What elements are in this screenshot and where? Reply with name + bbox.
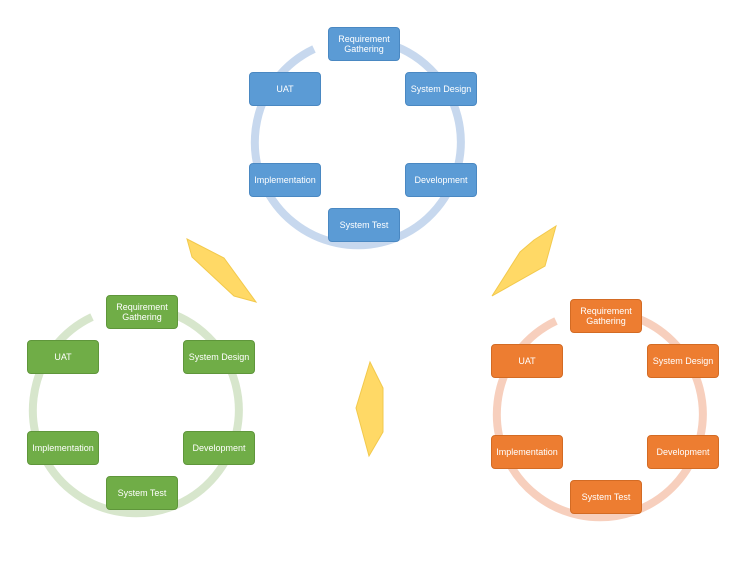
step-requirement-gathering: Requirement Gathering <box>570 299 642 333</box>
step-system-design: System Design <box>647 344 719 378</box>
cycle-orange: Requirement Gathering System Design Deve… <box>486 290 726 530</box>
step-development: Development <box>183 431 255 465</box>
step-system-design: System Design <box>183 340 255 374</box>
step-development: Development <box>405 163 477 197</box>
step-system-test: System Test <box>328 208 400 242</box>
step-uat: UAT <box>249 72 321 106</box>
step-uat: UAT <box>27 340 99 374</box>
step-requirement-gathering: Requirement Gathering <box>106 295 178 329</box>
step-implementation: Implementation <box>27 431 99 465</box>
step-system-test: System Test <box>570 480 642 514</box>
cycle-blue: Requirement Gathering System Design Deve… <box>244 18 484 258</box>
step-development: Development <box>647 435 719 469</box>
step-system-test: System Test <box>106 476 178 510</box>
cycle-green: Requirement Gathering System Design Deve… <box>22 286 262 526</box>
step-uat: UAT <box>491 344 563 378</box>
step-implementation: Implementation <box>249 163 321 197</box>
step-implementation: Implementation <box>491 435 563 469</box>
step-requirement-gathering: Requirement Gathering <box>328 27 400 61</box>
lightning-bolt-icon <box>355 360 384 458</box>
step-system-design: System Design <box>405 72 477 106</box>
lightning-bolt-icon <box>491 224 557 297</box>
